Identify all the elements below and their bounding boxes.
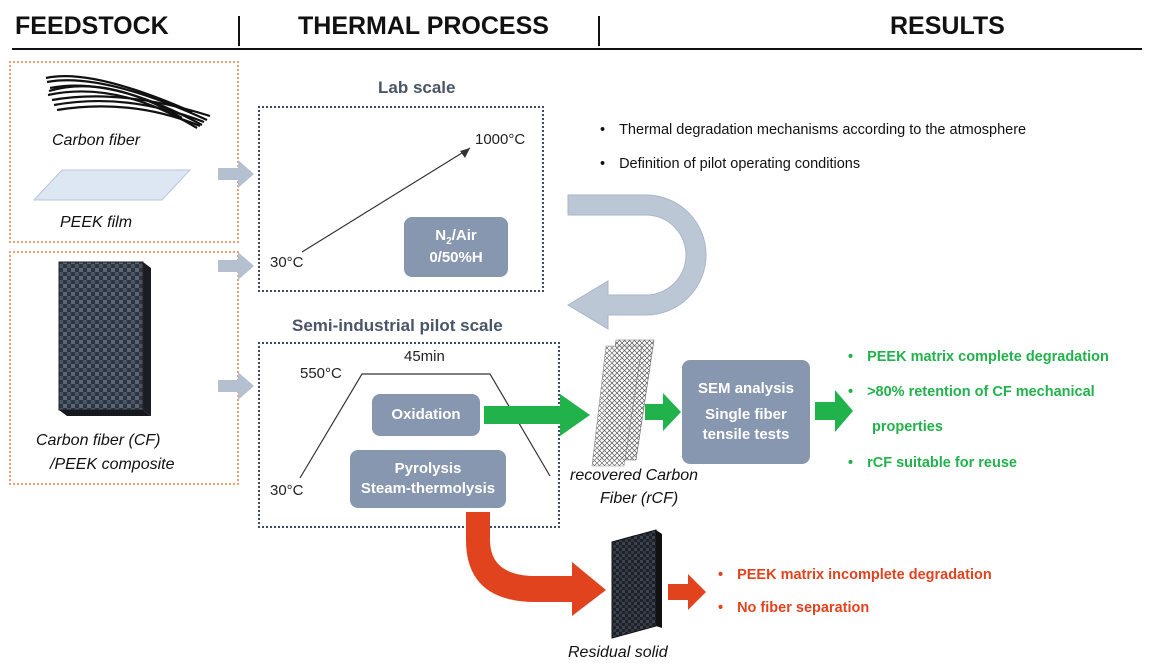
red-result-2: No fiber separation bbox=[718, 600, 869, 616]
feedstock-raw-box bbox=[9, 61, 239, 243]
oxidation-label: Oxidation bbox=[391, 405, 461, 423]
pilot-temperature-profile bbox=[299, 373, 551, 479]
lab-temp-high: 1000°C bbox=[475, 131, 526, 148]
residual-solid-image bbox=[611, 529, 662, 639]
feedstock-header: FEEDSTOCK bbox=[15, 12, 169, 40]
header-separator-1 bbox=[238, 16, 240, 46]
carbon-fiber-image bbox=[45, 75, 211, 129]
green-result-1: PEEK matrix complete degradation bbox=[848, 349, 1109, 365]
lab-result-1: Thermal degradation mechanisms according… bbox=[600, 122, 1026, 138]
green-result-2: >80% retention of CF mechanical bbox=[848, 384, 1095, 400]
lab-scale-title: Lab scale bbox=[378, 78, 456, 97]
u-turn-arrow bbox=[567, 194, 707, 330]
residual-solid-label: Residual solid bbox=[568, 644, 668, 661]
composite-label-line2: /PEEK composite bbox=[50, 456, 175, 473]
results-header: RESULTS bbox=[890, 12, 1005, 40]
header-separator-2 bbox=[598, 16, 600, 46]
thermal-process-header: THERMAL PROCESS bbox=[298, 12, 549, 40]
oxidation-box: Oxidation bbox=[372, 394, 480, 436]
rcf-label-line1: recovered Carbon bbox=[570, 467, 699, 484]
pyrolysis-label: Pyrolysis bbox=[394, 459, 462, 477]
green-arrow-oxidation bbox=[484, 394, 590, 436]
analysis-line2: Single fiber bbox=[705, 405, 787, 423]
composite-panel-image bbox=[58, 261, 151, 416]
green-arrow-to-analysis bbox=[645, 393, 681, 431]
arrow-feed-to-lab-1 bbox=[218, 160, 254, 188]
pilot-hold-time: 45min bbox=[404, 348, 445, 365]
analysis-box: SEM analysis Single fiber tensile tests bbox=[682, 360, 810, 464]
lab-atmosphere-box: N2/Air 0/50%H bbox=[404, 217, 508, 277]
composite-label-line1: Carbon fiber (CF) bbox=[36, 432, 161, 449]
lab-result-2: Definition of pilot operating conditions bbox=[600, 156, 860, 172]
green-result-2-cont: properties bbox=[872, 419, 943, 435]
lab-temp-low: 30°C bbox=[270, 254, 304, 271]
green-result-3: rCF suitable for reuse bbox=[848, 455, 1017, 471]
lab-scale-box bbox=[258, 106, 544, 292]
analysis-line1: SEM analysis bbox=[698, 379, 794, 397]
pilot-scale-title: Semi-industrial pilot scale bbox=[292, 316, 503, 335]
red-arrow-pyrolysis bbox=[466, 512, 606, 616]
peek-film-label: PEEK film bbox=[60, 214, 133, 231]
rcf-label-line2: Fiber (rCF) bbox=[600, 490, 679, 507]
pilot-temp-high: 550°C bbox=[300, 365, 342, 382]
carbon-fiber-label: Carbon fiber bbox=[52, 132, 141, 149]
lab-heating-ramp bbox=[301, 147, 471, 253]
lab-humidity-label: 0/50%H bbox=[429, 249, 483, 267]
pilot-scale-box bbox=[258, 342, 560, 528]
feedstock-composite-box bbox=[9, 251, 239, 485]
red-arrow-to-results bbox=[668, 574, 706, 610]
pilot-temp-low: 30°C bbox=[270, 482, 304, 499]
analysis-line3: tensile tests bbox=[702, 426, 790, 444]
arrow-feed-to-pilot bbox=[218, 372, 254, 400]
arrow-feed-to-lab-2 bbox=[218, 252, 254, 280]
peek-film-image bbox=[32, 169, 192, 201]
rcf-fiber-image bbox=[591, 339, 655, 467]
red-result-1: PEEK matrix incomplete degradation bbox=[718, 567, 992, 583]
pyrolysis-box: Pyrolysis Steam-thermolysis bbox=[350, 450, 506, 508]
lab-atmosphere-label: N2/Air bbox=[435, 226, 477, 247]
steam-label: Steam-thermolysis bbox=[360, 480, 496, 497]
green-arrow-to-results bbox=[815, 390, 853, 432]
header-underline bbox=[12, 48, 1142, 50]
